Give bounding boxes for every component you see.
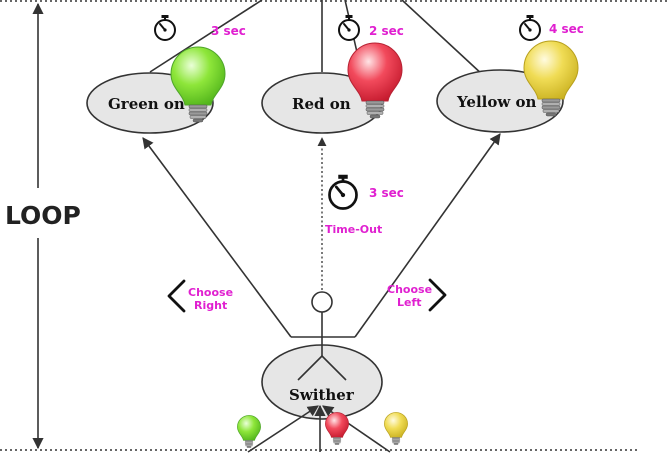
stick-figure — [291, 291, 355, 338]
chevron-left-icon — [167, 279, 186, 313]
stopwatch-icon-timeout — [328, 173, 358, 210]
choose-left-label-1: Choose — [387, 283, 432, 296]
yellow-bulb-icon — [523, 40, 579, 117]
small-red-bulb-icon — [325, 412, 349, 445]
loop-line-green — [149, 0, 263, 73]
timer-timeout: 3 sec — [369, 186, 404, 200]
choose-right-label-1: Choose — [188, 286, 233, 299]
stopwatch-icon-green — [154, 14, 176, 41]
timer-green: 3 sec — [211, 24, 246, 38]
choose-right-label-2: Right — [194, 299, 227, 312]
node-yellow-label: Yellow on — [456, 93, 536, 111]
edge-switcher-to-green — [142, 137, 292, 338]
stopwatch-icon-red — [338, 14, 360, 41]
small-green-bulb-icon — [237, 415, 261, 448]
node-switcher-label: Swither — [289, 386, 355, 404]
red-bulb-icon — [347, 42, 403, 119]
node-green-label: Green on — [108, 95, 185, 113]
loop-label: LOOP — [5, 201, 81, 230]
small-yellow-bulb-icon — [384, 412, 408, 445]
timeout-label: Time-Out — [325, 223, 382, 236]
node-red-label: Red on — [292, 95, 351, 113]
stopwatch-icon-yellow — [519, 14, 541, 41]
edge-switcher-to-yellow — [354, 133, 501, 338]
loop-line-yellow-b — [401, 0, 485, 77]
choose-left-label-2: Left — [397, 296, 422, 309]
timer-yellow: 4 sec — [549, 22, 584, 36]
timer-red: 2 sec — [369, 24, 404, 38]
green-bulb-icon — [170, 46, 226, 123]
chevron-right-icon — [428, 278, 447, 312]
node-switcher: Swither — [261, 338, 383, 420]
edge-bottom-left-to-switcher — [247, 405, 319, 453]
